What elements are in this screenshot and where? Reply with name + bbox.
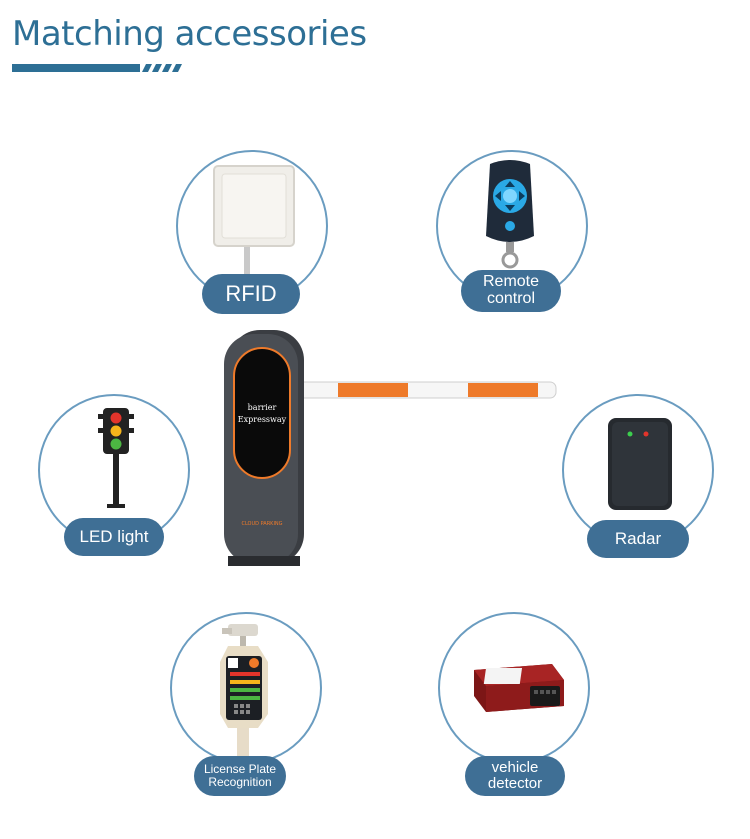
barrier-gate-illustration: barrier Expressway CLOUD PARKING [224,330,557,566]
radar-label: Radar [587,520,689,558]
title-underline [12,64,182,72]
license-plate-camera-icon [220,624,268,758]
led-label: LED light [64,518,164,556]
lpr-label: License Plate Recognition [194,756,286,796]
page-title: Matching accessories [12,14,367,54]
rfid-label: RFID [202,274,300,314]
traffic-light-icon [98,408,134,508]
remote-control-icon [486,160,534,269]
remote-label: Remote control [461,270,561,312]
barrier-screen-line1: barrier [248,403,277,412]
radar-sensor-icon [608,418,672,510]
vehicle-detector-icon [474,664,564,712]
rfid-antenna-icon [213,165,295,282]
barrier-gate: barrier Expressway CLOUD PARKING [222,330,562,575]
barrier-brand: CLOUD PARKING [241,521,282,527]
detector-label: vehicle detector [465,756,565,796]
barrier-screen-line2: Expressway [238,415,287,424]
